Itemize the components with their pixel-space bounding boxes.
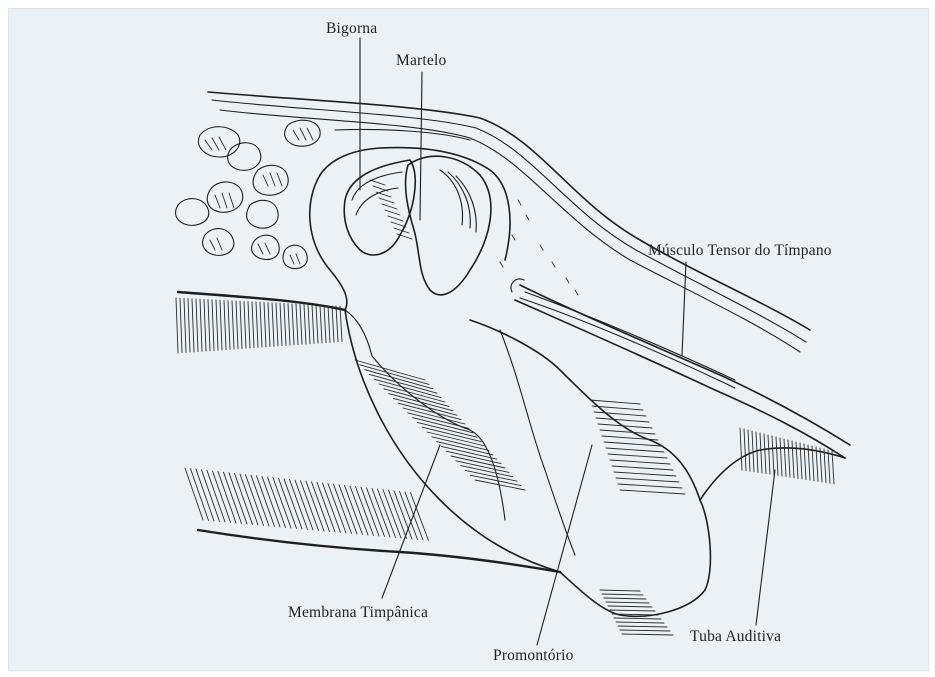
martelo-leader xyxy=(420,72,422,220)
label-bigorna: Bigorna xyxy=(326,20,377,38)
musculo-leader xyxy=(682,262,686,355)
label-tuba-auditiva: Tuba Auditiva xyxy=(690,628,781,646)
tuba-leader xyxy=(756,470,775,625)
label-musculo-tensor: Músculo Tensor do Tímpano xyxy=(648,242,832,260)
label-membrana-timpanica: Membrana Timpânica xyxy=(288,604,428,622)
promontorio-leader xyxy=(537,445,592,645)
label-martelo: Martelo xyxy=(396,52,446,70)
label-promontorio: Promontório xyxy=(493,647,574,665)
membrana-leader xyxy=(382,445,440,598)
